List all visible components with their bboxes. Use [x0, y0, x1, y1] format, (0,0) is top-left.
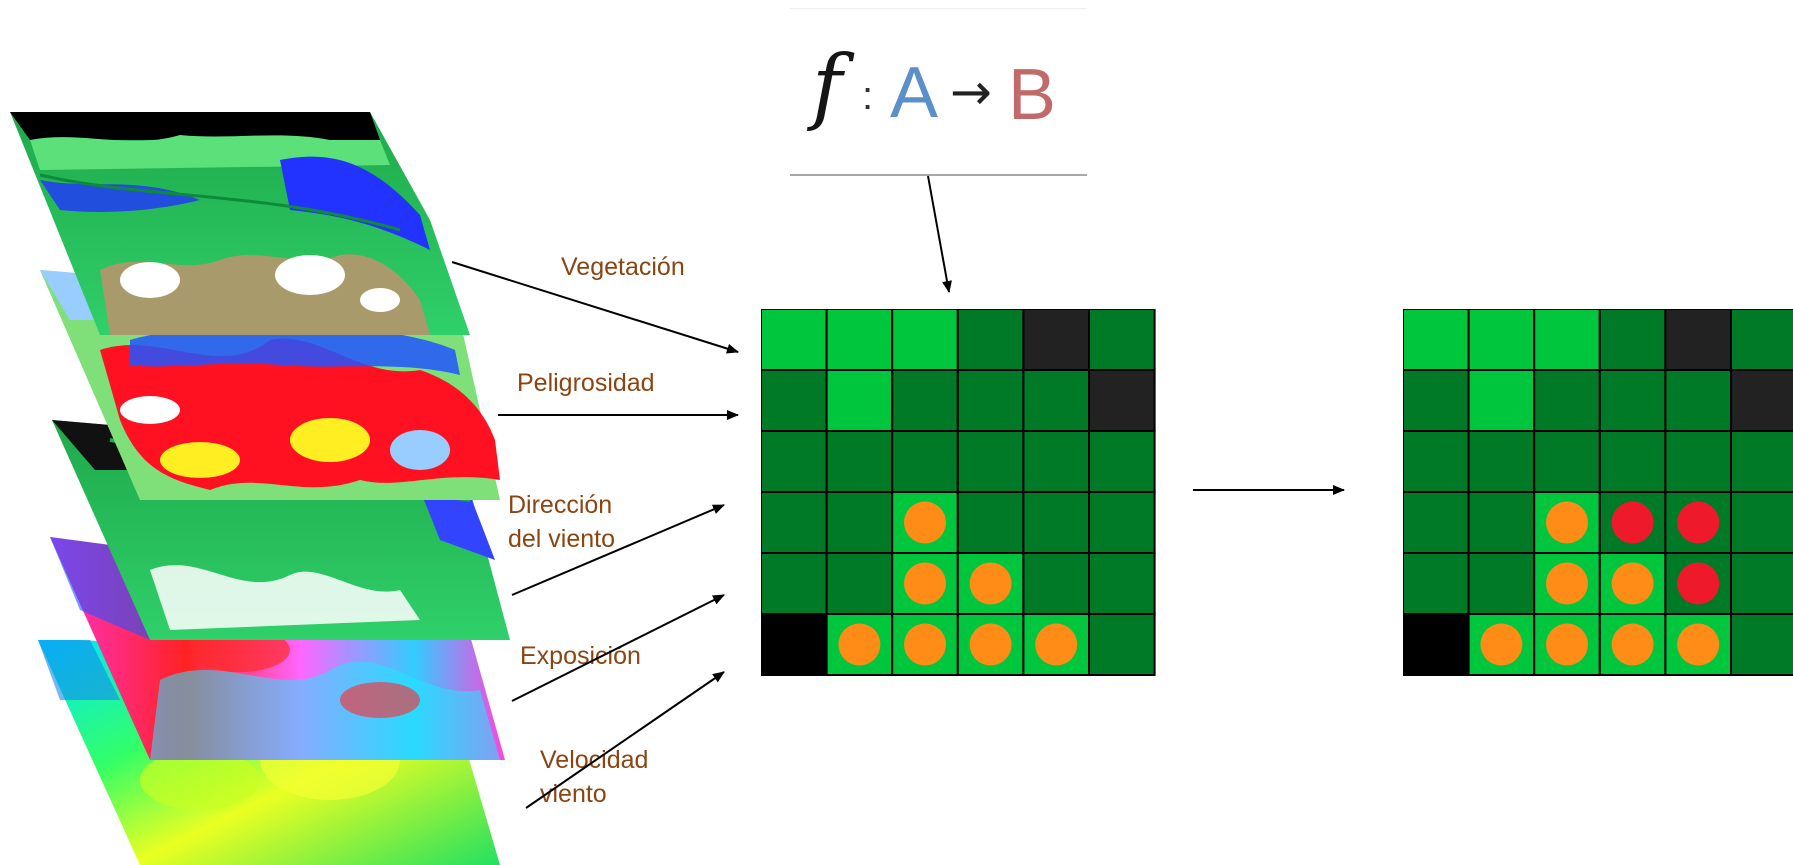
grid-before-cell-dark-green-cell	[891, 369, 959, 432]
grid-before-cell-dark-green-cell	[825, 491, 894, 554]
layer-vegetacion	[10, 112, 470, 335]
grid-before-burning-marker	[904, 562, 946, 605]
grid-after-cell-dark-green-cell	[1730, 491, 1793, 554]
arrow-vegetacion	[451, 261, 739, 354]
grid-after-new-burning-marker	[1611, 501, 1654, 544]
grid-after-burning-marker	[1677, 623, 1720, 666]
grid-after-cell-dark-green-cell	[1664, 369, 1732, 432]
grid-before-cell-dark-green-cell	[956, 309, 1025, 371]
grid-after-burning-marker	[1611, 562, 1654, 605]
grid-before-cell-dark-green-cell	[1088, 613, 1156, 676]
grid-before-cell-dark-green-cell	[1088, 309, 1156, 371]
grid-before-cell-light-green-cell	[891, 309, 959, 371]
grid-after-cell-dark-green-cell	[1533, 369, 1601, 432]
grid-before-cell-light-green-cell	[825, 369, 894, 432]
transition-function-box: f : A → B	[790, 8, 1087, 176]
grid-before-burning-marker	[969, 623, 1012, 666]
grid-before-cell-dark-green-cell	[956, 369, 1025, 432]
grid-after-cell-light-green-cell	[1467, 369, 1536, 432]
grid-before-cell-charcoal-cell	[1088, 369, 1156, 432]
terrain-layers	[10, 112, 510, 865]
grid-after-cell-dark-green-cell	[1730, 552, 1793, 615]
grid-before-cell-dark-green-cell	[1088, 430, 1156, 493]
arrow-velocidad-viento	[525, 671, 725, 809]
arrow-formula-to-grid	[927, 175, 952, 293]
grid-after-cell-dark-green-cell	[1598, 309, 1667, 371]
grid-before-burning-marker	[838, 623, 881, 666]
formula-colon: :	[862, 74, 873, 118]
grid-before	[761, 309, 1156, 676]
grid-before-cell-light-green-cell	[825, 309, 894, 371]
grid-after-cell-dark-green-cell	[1403, 430, 1470, 493]
grid-after-cell-dark-green-cell	[1598, 369, 1667, 432]
grid-after-cell-black-cell	[1403, 613, 1470, 676]
grid-after-burning-marker	[1546, 501, 1588, 544]
label-direccion-del-viento: Dirección del viento	[508, 491, 616, 553]
grid-before-cell-dark-green-cell	[891, 430, 959, 493]
grid-after-cell-dark-green-cell	[1467, 552, 1536, 615]
grid-before-cell-dark-green-cell	[1088, 491, 1156, 554]
grid-after-burning-marker	[1546, 623, 1588, 666]
grid-after-cell-dark-green-cell	[1730, 613, 1793, 676]
grid-after-cell-charcoal-cell	[1730, 369, 1793, 432]
grid-before-cell-dark-green-cell	[761, 430, 828, 493]
formula-a: A	[890, 53, 938, 133]
label-peligrosidad: Peligrosidad	[517, 369, 655, 397]
grid-before-burning-marker	[1035, 623, 1078, 666]
grid-after-cell-dark-green-cell	[1403, 552, 1470, 615]
arrow-exposicion	[511, 594, 725, 702]
formula-b: B	[1008, 55, 1056, 135]
arrow-direccion-viento	[511, 504, 725, 596]
grid-after-cell-light-green-cell	[1467, 309, 1536, 371]
grid-after-new-burning-marker	[1677, 562, 1720, 605]
grid-after-cell-light-green-cell	[1533, 309, 1601, 371]
grid-before-cell-dark-green-cell	[761, 552, 828, 615]
grid-before-cell-dark-green-cell	[1022, 430, 1090, 493]
grid-after-cell-light-green-cell	[1403, 309, 1470, 371]
label-vegetacion: Vegetación	[561, 253, 685, 281]
grid-before-cell-dark-green-cell	[761, 369, 828, 432]
grid-after-cell-charcoal-cell	[1664, 309, 1732, 371]
grid-before-burning-marker	[904, 501, 946, 544]
grid-before-cell-charcoal-cell	[1022, 309, 1090, 371]
grid-after-burning-marker	[1611, 623, 1654, 666]
transition-function-formula: f : A → B	[806, 39, 1056, 135]
grid-before-burning-marker	[969, 562, 1012, 605]
grid-after	[1403, 309, 1793, 676]
grid-after-new-burning-marker	[1677, 501, 1720, 544]
grid-after-cell-dark-green-cell	[1730, 309, 1793, 371]
grid-after-cell-dark-green-cell	[1664, 430, 1732, 493]
grid-before-cell-light-green-cell	[761, 309, 828, 371]
grid-after-cell-dark-green-cell	[1730, 430, 1793, 493]
grid-before-cell-dark-green-cell	[1088, 552, 1156, 615]
grid-before-cell-dark-green-cell	[1022, 491, 1090, 554]
formula-arrow: →	[950, 63, 992, 121]
grid-after-burning-marker	[1546, 562, 1588, 605]
grid-before-cell-black-cell	[761, 613, 828, 676]
grid-after-cell-dark-green-cell	[1403, 369, 1470, 432]
grid-before-cell-dark-green-cell	[761, 491, 828, 554]
grid-after-cell-dark-green-cell	[1403, 491, 1470, 554]
grid-after-burning-marker	[1480, 623, 1523, 666]
grid-after-cell-dark-green-cell	[1467, 491, 1536, 554]
grid-before-cell-dark-green-cell	[956, 491, 1025, 554]
grid-after-cell-dark-green-cell	[1467, 430, 1536, 493]
grid-before-burning-marker	[904, 623, 946, 666]
grid-after-cell-dark-green-cell	[1598, 430, 1667, 493]
grid-before-cell-dark-green-cell	[825, 552, 894, 615]
grid-before-cell-dark-green-cell	[1022, 552, 1090, 615]
grid-after-cell-dark-green-cell	[1533, 430, 1601, 493]
grid-before-cell-dark-green-cell	[825, 430, 894, 493]
grid-before-cell-dark-green-cell	[1022, 369, 1090, 432]
grid-before-cell-dark-green-cell	[956, 430, 1025, 493]
